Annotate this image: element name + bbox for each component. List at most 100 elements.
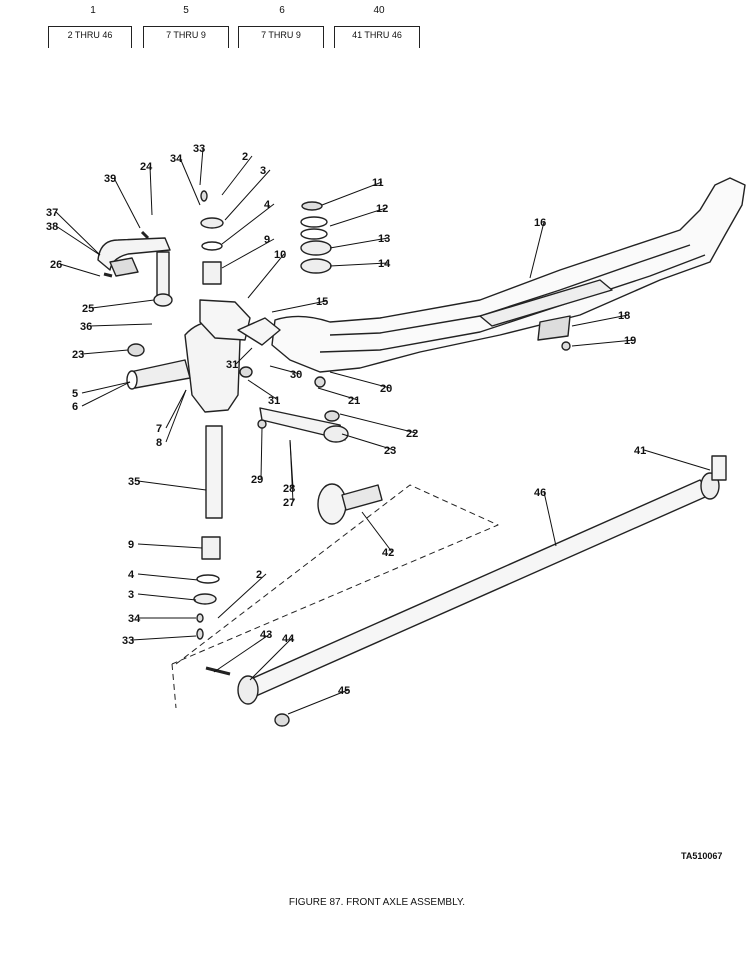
leader-line-29 [260,427,263,480]
bushing-9-upper [202,261,222,285]
leader-line-43 [213,633,271,673]
callout-6: 6 [72,401,78,413]
callout-12: 12 [376,203,388,215]
callout-7: 7 [156,423,162,435]
callout-21: 21 [348,395,360,407]
leader-line-9 [221,238,275,269]
callout-38: 38 [46,221,58,233]
callout-33: 33 [193,143,205,155]
leader-line-13 [329,237,389,249]
leader-line-4 [221,203,275,245]
nut-45 [274,713,290,727]
leader-line-21 [317,387,359,401]
leader-line-7 [165,389,187,429]
arm-25 [156,251,170,299]
upper-kingpin-parts [200,190,224,285]
washer-4-upper [201,241,223,251]
callout-16: 16 [534,217,546,229]
callout-42: 42 [382,547,394,559]
callout-34: 34 [170,153,183,165]
callout-45: 45 [338,685,350,697]
header-range-4: 41 THRU 46 [334,26,420,48]
kingpin-35 [205,425,223,519]
leader-line-27 [289,439,294,503]
leader-line-11 [321,181,383,206]
callout-46: 46 [534,487,546,499]
callout-35: 35 [128,476,140,488]
leader-line-30 [269,365,301,375]
axle-beam [271,177,746,373]
tie-rod-arm [259,407,349,443]
callout-24: 24 [140,161,153,173]
leader-line-4 [137,573,199,581]
header-number-4: 40 [373,5,385,16]
callout-31: 31 [226,359,238,371]
leader-line-23 [341,433,395,451]
callout-4: 4 [128,569,135,581]
fitting-33-upper [200,190,208,202]
plate-18 [537,315,571,341]
leader-line-8 [165,389,187,443]
callout-31: 31 [268,395,280,407]
figure-caption: FIGURE 87. FRONT AXLE ASSEMBLY. [288,897,466,908]
callout-9: 9 [128,539,134,551]
callout-43: 43 [260,629,272,641]
leader-line-19 [571,339,635,347]
callout-13: 13 [378,233,390,245]
callout-23: 23 [384,445,396,457]
callout-36: 36 [80,321,92,333]
callout-28: 28 [283,483,295,495]
callout-11: 11 [372,177,384,189]
callout-8: 8 [156,437,162,449]
header-range-3: 7 THRU 9 [238,26,324,48]
leader-line-2 [217,573,267,619]
leader-line-24 [149,165,153,216]
tie-rod-end-42 [317,483,383,525]
leader-line-39 [113,177,141,229]
leader-line-18 [571,314,629,327]
header-number-2: 5 [183,5,189,16]
callout-10: 10 [274,249,286,261]
leader-line-46 [543,491,557,547]
callout-27: 27 [283,497,295,509]
leader-line-38 [55,225,101,256]
leader-line-3 [137,593,197,601]
spindle-5 [129,359,191,389]
callout-19: 19 [624,335,636,347]
callout-33: 33 [122,635,134,647]
nut-23-left [127,343,145,357]
callout-23: 23 [72,349,84,361]
leader-line-25 [91,299,155,309]
tie-rod-46 [237,455,727,705]
steering-arm-upper [97,237,173,307]
leader-line-33 [131,635,197,641]
callout-18: 18 [618,310,630,322]
leader-line-2 [221,155,253,196]
header-range-2: 7 THRU 9 [143,26,229,48]
callout-44: 44 [282,633,295,645]
leader-line-31 [235,347,253,365]
leader-line-45 [287,689,349,715]
steering-knuckle [126,299,281,413]
callout-34: 34 [128,613,141,625]
shim-stack [300,201,332,274]
callout-15: 15 [316,296,328,308]
header-number-3: 6 [279,5,285,16]
leader-line-16 [529,221,545,279]
header-range-1: 2 THRU 46 [48,26,132,48]
leader-line-34 [179,157,201,206]
cap-3-upper [200,217,224,229]
callout-29: 29 [251,474,263,486]
leader-line-36 [89,323,153,327]
leader-line-35 [137,480,207,491]
nut-31-lower [239,366,253,378]
leader-line-15 [271,300,327,313]
callout-9: 9 [264,234,270,246]
leader-line-37 [55,211,101,256]
callout-39: 39 [104,173,116,185]
callout-30: 30 [290,369,302,381]
nut-23-arm [324,410,340,422]
callout-20: 20 [380,383,392,395]
